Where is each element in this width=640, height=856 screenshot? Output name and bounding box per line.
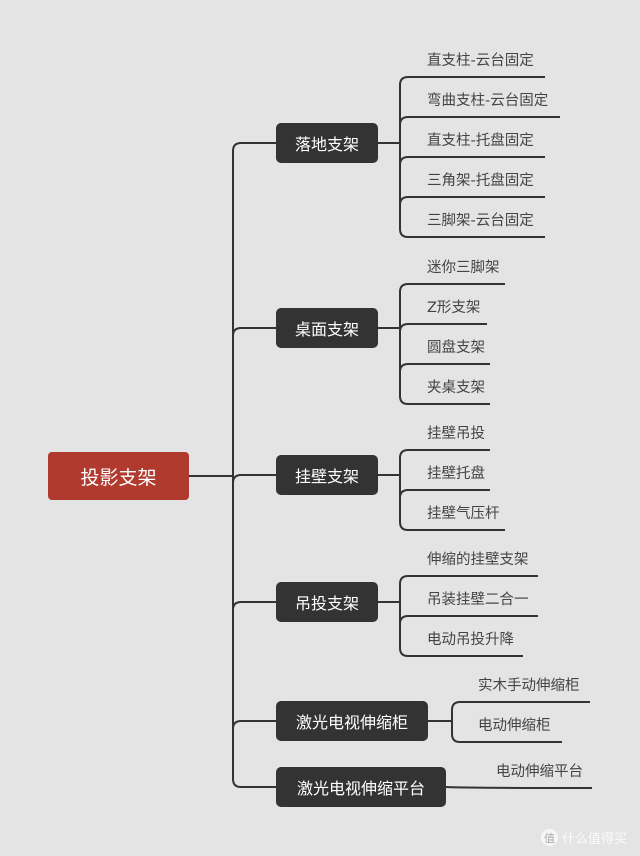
leaf-node[interactable]: 电动吊投升降: [427, 632, 514, 648]
branch-label: 落地支架: [294, 135, 359, 154]
root-node[interactable]: 投影支架: [48, 452, 189, 500]
leaf-node[interactable]: 三脚架-云台固定: [427, 213, 534, 229]
leaf-node[interactable]: 夹桌支架: [427, 380, 485, 396]
leaf-node[interactable]: 迷你三脚架: [427, 260, 500, 276]
watermark-text: 什么值得买: [562, 832, 628, 847]
leaf-node[interactable]: 伸缩的挂壁支架: [427, 552, 529, 568]
leaf-node[interactable]: Z形支架: [427, 300, 481, 316]
branch-node-desktop-stand[interactable]: 桌面支架: [276, 308, 378, 348]
leaf-node[interactable]: 挂壁气压杆: [427, 506, 500, 522]
branch-label: 吊投支架: [294, 594, 359, 613]
leaf-node[interactable]: 挂壁托盘: [427, 466, 485, 482]
branch-label: 桌面支架: [294, 320, 359, 339]
branch-node-laser-tv-cabinet[interactable]: 激光电视伸缩柜: [276, 701, 428, 741]
smzdm-logo-icon: 值: [541, 829, 558, 846]
branch-node-laser-tv-platform[interactable]: 激光电视伸缩平台: [276, 767, 446, 807]
leaf-node[interactable]: 电动伸缩平台: [496, 764, 583, 780]
branch-node-wall-mount[interactable]: 挂壁支架: [276, 455, 378, 495]
leaf-node[interactable]: 直支柱-云台固定: [427, 53, 534, 69]
leaf-node[interactable]: 挂壁吊投: [427, 426, 485, 442]
branch-label: 激光电视伸缩平台: [296, 779, 425, 798]
leaf-node[interactable]: 弯曲支柱-云台固定: [427, 93, 549, 109]
leaf-node[interactable]: 吊装挂壁二合一: [427, 592, 529, 608]
root-label: 投影支架: [80, 466, 157, 489]
leaf-node[interactable]: 三角架-托盘固定: [427, 173, 534, 189]
branch-label: 激光电视伸缩柜: [295, 713, 408, 732]
watermark: 值 什么值得买: [541, 828, 627, 847]
leaf-node[interactable]: 实木手动伸缩柜: [478, 678, 580, 694]
branch-node-ceiling-mount[interactable]: 吊投支架: [276, 582, 378, 622]
leaf-node[interactable]: 圆盘支架: [427, 340, 485, 356]
branch-node-floor-stand[interactable]: 落地支架: [276, 123, 378, 163]
leaf-node[interactable]: 电动伸缩柜: [478, 718, 551, 734]
branch-label: 挂壁支架: [294, 467, 359, 486]
leaf-node[interactable]: 直支柱-托盘固定: [427, 133, 534, 149]
